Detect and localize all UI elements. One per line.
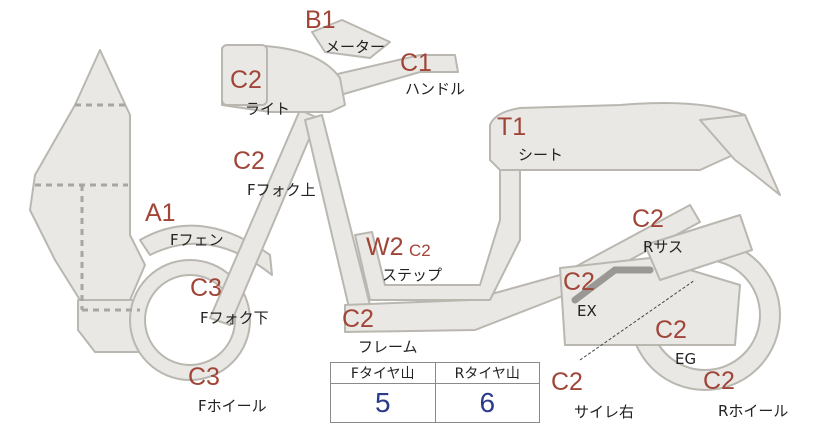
step-code-secondary: C2 bbox=[409, 241, 431, 260]
rear-shock-shape bbox=[644, 214, 753, 281]
ffork-upper-code: C2 bbox=[233, 147, 265, 175]
light-label: ライト bbox=[245, 100, 291, 118]
light-code: C2 bbox=[230, 66, 262, 94]
rsus-label: Rサス bbox=[643, 238, 684, 256]
rear-tread-value: 6 bbox=[434, 383, 540, 423]
tread-value-row: 5 6 bbox=[330, 383, 540, 423]
tread-header-row: Fタイヤ山 Rタイヤ山 bbox=[330, 362, 540, 384]
frame-shape bbox=[304, 114, 371, 313]
front-fork-shape bbox=[209, 109, 319, 326]
ex-code: C2 bbox=[563, 268, 595, 296]
ffork-lower-label: Fフォク下 bbox=[200, 309, 269, 327]
frame-code: C2 bbox=[342, 305, 374, 333]
rwheel-label: Rホイール bbox=[718, 402, 789, 420]
eg-code: C2 bbox=[655, 316, 687, 344]
ex-label: EX bbox=[577, 302, 597, 320]
ffender-label: Fフェン bbox=[170, 231, 224, 249]
step-code: W2 bbox=[366, 233, 404, 261]
step-label: ステップ bbox=[382, 266, 443, 284]
front-fender-shape bbox=[139, 224, 273, 276]
front-tread-value: 5 bbox=[330, 383, 436, 423]
exhaust-pipe-shape bbox=[571, 266, 654, 304]
muffler-right-label: サイレ右 bbox=[574, 403, 635, 421]
front-fairing-shape bbox=[29, 49, 146, 301]
front-tread-header: Fタイヤ山 bbox=[330, 362, 436, 384]
meter-shape bbox=[311, 19, 391, 59]
ffork-upper-label: Fフォク上 bbox=[247, 181, 316, 199]
meter-label: メーター bbox=[325, 38, 386, 56]
seat-label: シート bbox=[518, 146, 564, 164]
fwheel-label: Fホイール bbox=[198, 397, 267, 415]
seat-code: T1 bbox=[497, 113, 527, 141]
tire-tread-table: Fタイヤ山 Rタイヤ山 5 6 bbox=[330, 362, 540, 423]
rsus-code: C2 bbox=[632, 205, 664, 233]
handle-code: C1 bbox=[400, 49, 432, 77]
muffler-right-code: C2 bbox=[551, 368, 583, 396]
rwheel-code: C2 bbox=[703, 367, 735, 395]
meter-code: B1 bbox=[305, 6, 336, 34]
eg-label: EG bbox=[675, 350, 697, 368]
ffender-code: A1 bbox=[145, 199, 176, 227]
rear-tread-header: Rタイヤ山 bbox=[434, 362, 540, 384]
ffork-lower-code: C3 bbox=[190, 274, 222, 302]
handle-label: ハンドル bbox=[405, 80, 466, 98]
frame-label: フレーム bbox=[358, 338, 418, 356]
fwheel-code: C3 bbox=[188, 363, 220, 391]
